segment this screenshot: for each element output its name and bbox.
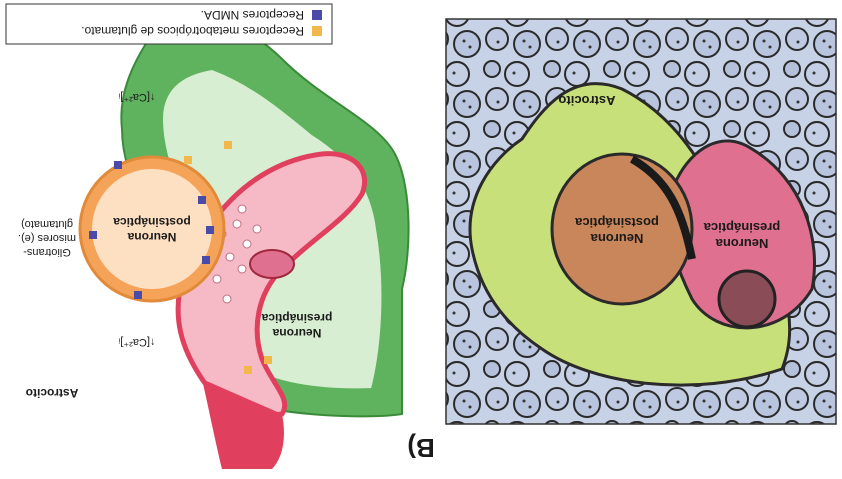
schematic-calcium-bottom: ↑[Ca²⁺]ᵢ [118, 91, 155, 103]
schematic-gliotransmitters-label-2: misores (e). [18, 232, 76, 244]
legend-label-metabotropic: Receptores metabotrópicos de glutamato. [81, 24, 304, 38]
schematic-presynaptic-label-1: Neurona [272, 326, 321, 340]
nmda-receptor-marker-icon [312, 10, 322, 20]
micrograph-presynaptic-label-1: Neurona [715, 236, 769, 251]
schematic-gliotransmitters-label-1: Gliotrans- [23, 246, 71, 258]
schematic-astrocyte-label: Astrocito [26, 386, 79, 400]
schematic-postsynaptic-label-2: postsináptica [113, 215, 191, 229]
metabotropic-receptor-marker-icon [312, 26, 322, 36]
schematic-panel: Neurona presináptica Neurona postsinápti… [18, 17, 409, 469]
legend-label-nmda: Receptores NMDA. [201, 8, 304, 22]
legend: Receptores metabotrópicos de glutamato. … [6, 4, 332, 44]
schematic-mitochondrion [250, 250, 294, 278]
micrograph-astrocyte-label: Astrocito [558, 93, 615, 108]
schematic-presynaptic-label-2: presináptica [261, 311, 332, 325]
micrograph-postsynaptic-label-1: Neurona [590, 231, 644, 246]
micrograph-mitochondrion [719, 271, 775, 327]
micrograph-panel: Neurona presináptica Neurona postsinápti… [446, 19, 836, 424]
micrograph-presynaptic-label-2: presináptica [703, 220, 780, 235]
schematic-postsynaptic-label-1: Neurona [127, 230, 176, 244]
schematic-gliotransmitters-label-3: glutamato) [21, 218, 73, 230]
schematic-calcium-top: ↑[Ca²⁺]ᵢ [118, 336, 155, 348]
schematic-postsynaptic-inner [92, 169, 212, 289]
panel-label: B) [407, 433, 434, 463]
micrograph-postsynaptic-label-2: postsináptica [574, 215, 659, 230]
